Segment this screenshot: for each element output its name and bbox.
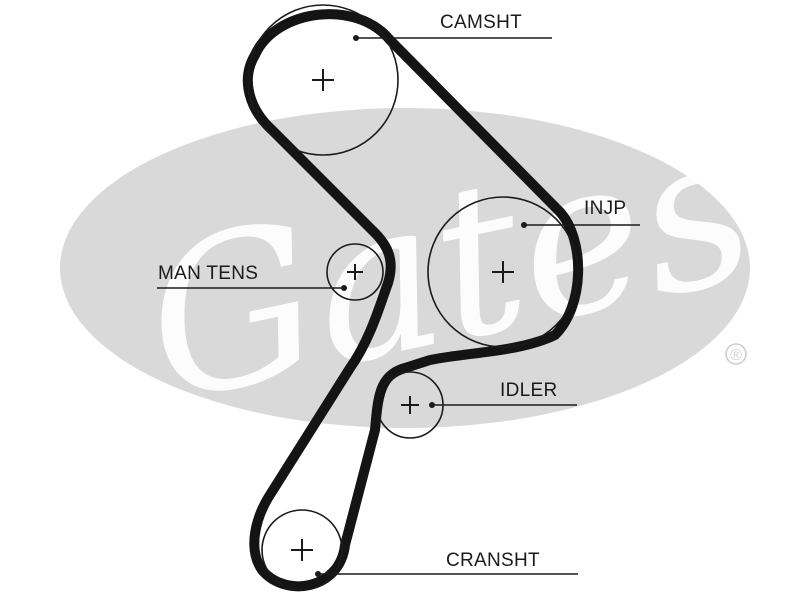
leader-manual-tensioner-dot	[341, 285, 347, 291]
watermark-ellipse	[60, 108, 750, 428]
leader-injection-pump	[521, 222, 640, 228]
label-manual-tensioner: MAN TENS	[158, 263, 258, 284]
timing-belt	[242, 9, 584, 592]
label-crankshaft: CRANSHT	[446, 550, 540, 571]
label-camshaft: CAMSHT	[440, 12, 522, 33]
registered-mark: ®	[730, 347, 742, 364]
leader-camshaft	[353, 35, 552, 41]
camshaft-pulley-circle	[247, 4, 399, 156]
leader-idler	[429, 402, 577, 408]
camshaft-pulley	[247, 4, 399, 156]
crankshaft-pulley-circle	[261, 509, 343, 591]
manual-tensioner-pulley	[326, 243, 384, 301]
registered-mark-circle	[725, 343, 747, 365]
leader-manual-tensioner	[157, 285, 347, 291]
manual-tensioner-pulley-circle	[326, 243, 384, 301]
injection-pump-pulley	[427, 196, 579, 348]
label-idler: IDLER	[500, 380, 557, 401]
crankshaft-pulley	[261, 509, 343, 591]
injection-pump-pulley-circle	[427, 196, 579, 348]
leader-crankshaft	[315, 571, 578, 577]
label-injection-pump: INJP	[584, 198, 626, 219]
